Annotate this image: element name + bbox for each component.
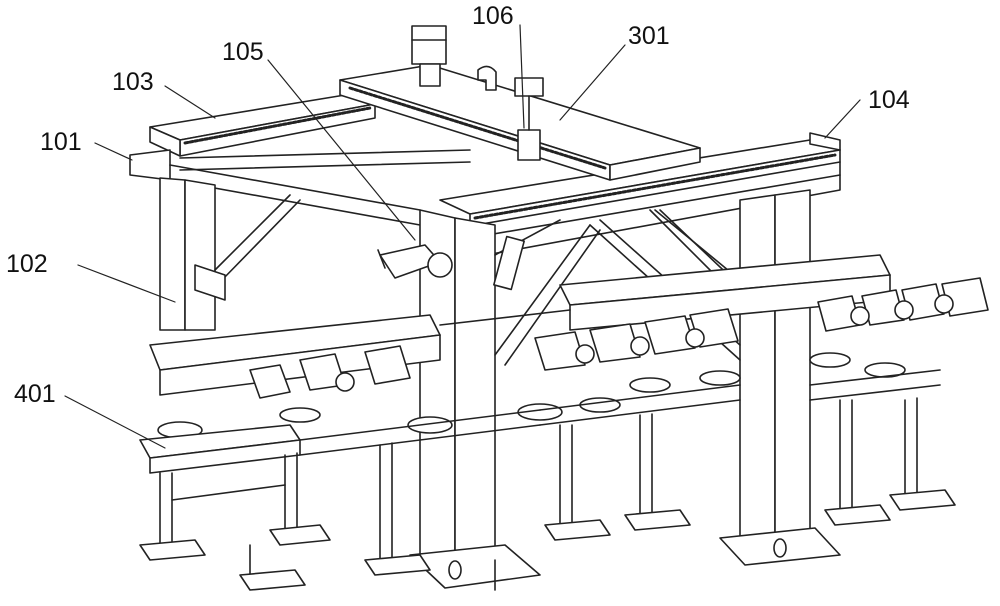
front-left-column: [409, 209, 601, 589]
leader-101: [94, 142, 133, 161]
leader-lines: [64, 24, 861, 449]
label-401: 401: [14, 380, 56, 408]
right-rail-104: [439, 132, 841, 259]
leader-105: [267, 59, 416, 241]
cross-beam-301: [339, 64, 701, 181]
label-301: 301: [628, 22, 670, 50]
leader-103: [164, 85, 216, 119]
gantry-frame-101: [129, 149, 471, 226]
robot-arm-105: [377, 235, 525, 291]
left-column-102: [159, 177, 301, 331]
leader-106: [519, 24, 525, 129]
leader-401: [64, 395, 166, 449]
leader-104: [824, 99, 861, 139]
label-106: 106: [472, 2, 514, 30]
servo-motor-row: [249, 277, 989, 399]
front-table-401: [139, 409, 541, 576]
left-rail-103: [149, 94, 376, 157]
motor-106: [411, 25, 544, 161]
label-102: 102: [6, 250, 48, 278]
leader-102: [77, 264, 176, 303]
label-105: 105: [222, 38, 264, 66]
rear-conveyor-bed: [149, 254, 891, 396]
label-104: 104: [868, 86, 910, 114]
label-103: 103: [112, 68, 154, 96]
leader-301: [559, 44, 626, 121]
lower-support-frame: [239, 369, 956, 591]
label-101: 101: [40, 128, 82, 156]
